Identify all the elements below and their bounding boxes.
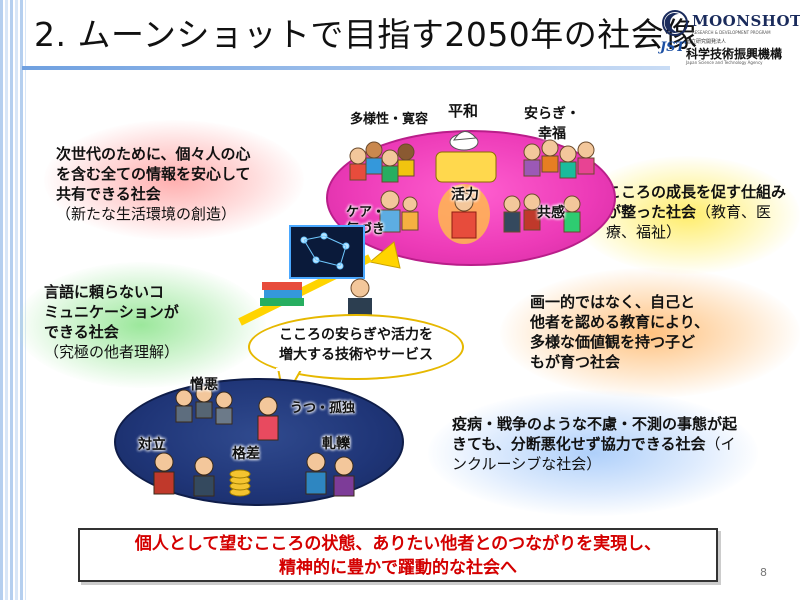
text-line: ミュニケーションが	[44, 303, 179, 321]
crowd-diversity	[349, 141, 415, 183]
friction-figures	[305, 452, 355, 497]
text-line: を含む全ての情報を安心して	[56, 165, 251, 183]
label-line: 安らぎ・	[524, 106, 580, 122]
label-empathy: 共感	[537, 205, 565, 221]
text-line: 言語に頼らないコ	[44, 283, 165, 301]
label-ease-happiness: 安らぎ・ 幸福	[524, 104, 580, 144]
jst-org-type: 国立研究開発法人	[686, 39, 727, 45]
jst-english-name: Japan Science and Technology Agency	[686, 60, 763, 65]
label-diversity: 多様性・寛容	[350, 112, 429, 127]
text-line: 画一的ではなく、自己と	[530, 293, 696, 311]
jst-logo-mark: JST	[660, 40, 686, 55]
page-number: 8	[760, 566, 767, 579]
label-hatred: 憎悪	[190, 377, 218, 393]
ideal-society-illustration	[349, 131, 595, 244]
inclusive-society-text: 疫病・戦争のような不慮・不測の事態が起きても、分断悪化せず協力できる社会（インク…	[452, 414, 742, 474]
page-title: 2. ムーンショットで目指す2050年の社会像	[34, 15, 698, 54]
technology-callout-text: こころの安らぎや活力を 増大する技術やサービス	[266, 325, 446, 365]
current-issues-illustration	[153, 385, 355, 497]
text-note: （究極の他者理解）	[44, 343, 180, 361]
happiness-group	[523, 139, 595, 179]
callout-line: こころの安らぎや活力を	[279, 327, 433, 343]
title-underline	[22, 66, 670, 70]
summary-line: 精神的に豊かで躍動的な社会へ	[279, 558, 517, 578]
label-disparity: 格差	[232, 446, 260, 462]
coin-stack-icon	[229, 469, 251, 497]
summary-line: 個人として望むこころの状態、ありたい他者とのつながりを実現し、	[134, 534, 662, 554]
hatred-group	[175, 385, 233, 425]
text-note: （新たな生活環境の創造）	[56, 205, 237, 223]
text-note: （教育、医療、福祉）	[606, 203, 772, 241]
red-glow	[44, 120, 304, 240]
summary-message-box: 個人として望むこころの状態、ありたい他者とのつながりを実現し、 精神的に豊かで躍…	[78, 528, 718, 582]
green-glow	[16, 262, 266, 388]
text-line: 多様な価値観を持つ子ど	[530, 333, 696, 351]
label-friction: 軋轢	[322, 436, 350, 452]
left-decorative-stripe	[0, 0, 26, 600]
moonshot-wordmark: MOONSHOT	[692, 12, 800, 30]
moonshot-logo-icon	[662, 10, 688, 36]
jst-name: 科学技術振興機構	[686, 47, 783, 61]
diverse-education-text: 画一的ではなく、自己と 他者を認める教育により、 多様な価値観を持つ子ど もが育…	[530, 292, 770, 372]
text-note: （インクルーシブな社会）	[452, 435, 736, 473]
peace-dove-icon	[435, 131, 497, 183]
label-depression-loneliness: うつ・孤独	[290, 401, 356, 416]
text-line: 共有できる社会	[56, 185, 161, 203]
mental-growth-society-text: こころの成長を促す仕組みが整った社会（教育、医療、福祉）	[606, 182, 800, 242]
nonverbal-communication-text: 言語に頼らないコ ミュニケーションが できる社会 （究極の他者理解）	[44, 282, 244, 362]
text-line: 他者を認める教育により、	[530, 313, 710, 331]
text-line: できる社会	[44, 323, 119, 341]
technology-illustration	[238, 225, 401, 326]
label-line: 幸福	[538, 126, 566, 142]
yellow-glow	[574, 156, 800, 274]
label-line: ケア・	[346, 205, 386, 220]
text-main: こころの成長を促す仕組みが整った社会	[606, 183, 787, 221]
text-line: 次世代のために、個々人の心	[56, 145, 251, 163]
text-line: もが育つ社会	[530, 353, 621, 371]
vitality-figure	[438, 184, 490, 244]
label-conflict: 対立	[138, 437, 166, 453]
books-icon	[260, 282, 304, 306]
info-sharing-society-text: 次世代のために、個々人の心 を含む全ての情報を安心して 共有できる社会 （新たな…	[56, 144, 296, 224]
text-main: 疫病・戦争のような不慮・不測の事態が起きても、分断悪化せず協力できる社会	[452, 415, 738, 453]
empathy-group	[503, 193, 581, 233]
blue-glow	[428, 390, 758, 516]
lonely-figure	[257, 396, 279, 441]
moonshot-subtitle: RESEARCH & DEVELOPMENT PROGRAM	[692, 30, 771, 35]
digital-network-icon	[289, 225, 365, 279]
conflict-figures	[153, 452, 215, 497]
orange-glow	[500, 268, 800, 398]
logo-area: MOONSHOT RESEARCH & DEVELOPMENT PROGRAM …	[660, 6, 800, 70]
label-vitality: 活力	[451, 187, 479, 203]
callout-line: 増大する技術やサービス	[279, 347, 433, 363]
care-family	[379, 190, 419, 233]
label-peace: 平和	[448, 102, 479, 120]
